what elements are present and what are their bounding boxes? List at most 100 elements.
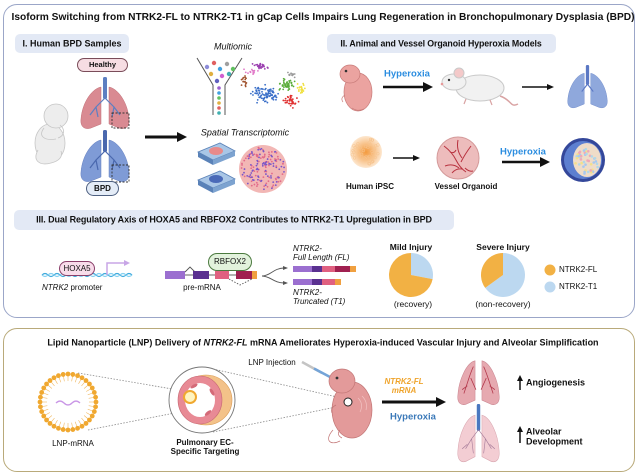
ipsc-cell bbox=[353, 145, 357, 150]
scatter-dot bbox=[292, 73, 295, 76]
organoid-cell bbox=[583, 172, 586, 175]
tissue-spot bbox=[277, 158, 280, 160]
scatter-dot bbox=[293, 76, 296, 79]
section1-header: I. Human BPD Samples bbox=[22, 38, 122, 49]
scatter-dot bbox=[256, 65, 259, 68]
tissue-spot bbox=[270, 160, 273, 163]
organoid-cell bbox=[585, 152, 588, 156]
lipid-tail bbox=[74, 421, 78, 427]
lipid-tail bbox=[71, 376, 73, 382]
tissue-spot bbox=[277, 180, 280, 183]
bpd-label: BPD bbox=[86, 181, 119, 196]
tissue-spot bbox=[255, 153, 258, 156]
targeting-label-line2: Specific Targeting bbox=[170, 447, 240, 456]
lipid-head bbox=[38, 394, 43, 400]
tissue-spot bbox=[265, 173, 267, 175]
tissue-spot bbox=[266, 175, 269, 178]
tissue-spot bbox=[248, 175, 251, 178]
organoid-cell bbox=[590, 155, 594, 158]
scatter-dot bbox=[240, 78, 243, 81]
arrow-icon bbox=[393, 155, 420, 161]
tissue-spot bbox=[274, 159, 277, 162]
tissue-spot bbox=[275, 165, 278, 167]
scatter-dot bbox=[289, 79, 292, 82]
pre-mrna-label: pre-mRNA bbox=[183, 283, 221, 292]
funnel-icon bbox=[196, 57, 243, 115]
tissue-spot bbox=[269, 163, 272, 166]
tissue-spot bbox=[275, 180, 278, 183]
tissue-spot bbox=[261, 164, 264, 167]
lipid-head bbox=[93, 399, 99, 405]
ntrk2-t1-transcript-bar bbox=[293, 279, 341, 285]
lipid-tail bbox=[81, 381, 85, 387]
lipid-head bbox=[89, 385, 95, 391]
tissue-spot bbox=[270, 187, 273, 190]
ipsc-cell bbox=[376, 143, 380, 147]
healthy-lungs-icon bbox=[80, 77, 130, 129]
tissue-spot bbox=[264, 161, 267, 164]
bottom-title-pre: Lipid Nanoparticle (LNP) Delivery of bbox=[47, 337, 204, 348]
fl-label-line2: Full Length (FL) bbox=[293, 253, 350, 262]
arrow-icon bbox=[502, 157, 550, 167]
promoter-arrow-icon bbox=[106, 260, 130, 275]
scatter-dot bbox=[251, 90, 254, 93]
scatter-dot bbox=[268, 90, 271, 92]
exon-2 bbox=[193, 271, 209, 279]
tissue-spot bbox=[250, 184, 253, 187]
scatter-dot bbox=[260, 94, 263, 97]
lnp-injection-label: LNP Injection bbox=[248, 358, 296, 367]
lipid-tail bbox=[51, 381, 55, 387]
bottom-title-post: mRNA Ameliorates Hyperoxia-induced Vascu… bbox=[247, 337, 599, 348]
pie-slice-ntrk2-fl bbox=[389, 253, 433, 298]
lnp-core bbox=[47, 381, 89, 423]
lnp-mrna-label: LNP-mRNA bbox=[52, 439, 94, 448]
lipid-tail bbox=[45, 388, 50, 392]
scatter-dot bbox=[252, 71, 255, 74]
arrow-icon bbox=[382, 397, 446, 407]
organoid-cell bbox=[589, 162, 593, 166]
tissue-spot bbox=[257, 175, 259, 178]
tissue-spot bbox=[278, 176, 280, 179]
legend-swatch-t1 bbox=[544, 281, 556, 293]
tissue-spot bbox=[250, 172, 253, 174]
lipid-head bbox=[44, 417, 49, 423]
organoid-cell bbox=[589, 169, 592, 172]
lipid-tail bbox=[42, 397, 48, 399]
exon-3 bbox=[215, 271, 229, 279]
lipid-head bbox=[60, 372, 66, 377]
lipid-tail bbox=[88, 405, 94, 407]
tissue-spot bbox=[257, 148, 260, 151]
organoid-cell bbox=[582, 165, 585, 168]
pre-mrna-icon bbox=[165, 266, 257, 286]
fetus-icon bbox=[34, 103, 69, 165]
outcome-alveolar-line1: Alveolar bbox=[526, 426, 562, 437]
tissue-spot bbox=[264, 166, 267, 169]
scatter-dot bbox=[260, 97, 263, 100]
scatter-dot bbox=[256, 101, 258, 104]
umap-scatter-icon bbox=[240, 62, 306, 109]
scatter-dot bbox=[255, 89, 258, 92]
tissue-spot bbox=[272, 165, 275, 167]
scatter-dot bbox=[283, 86, 285, 89]
tissue-spot bbox=[249, 156, 252, 159]
lipid-head bbox=[47, 378, 53, 383]
scatter-dot bbox=[244, 78, 247, 81]
scatter-dot bbox=[268, 88, 271, 91]
tissue-spot bbox=[241, 162, 243, 165]
legend-label-t1: NTRK2-T1 bbox=[559, 282, 598, 291]
tissue-spot bbox=[267, 161, 269, 163]
pie-slice-ntrk2-t1 bbox=[485, 253, 526, 297]
adult-mouse-icon bbox=[440, 67, 519, 106]
lipid-head bbox=[87, 417, 92, 423]
tissue-spot bbox=[255, 164, 258, 167]
tissue-spot bbox=[260, 179, 263, 182]
tissue-spot bbox=[266, 158, 269, 160]
lipid-tail bbox=[58, 377, 62, 383]
zoom-region-box bbox=[111, 112, 130, 129]
ipsc-cell bbox=[370, 149, 374, 154]
organoid-cell bbox=[577, 163, 581, 166]
scatter-dot bbox=[262, 99, 265, 101]
recovered-lungs-alveolar-icon bbox=[457, 404, 500, 463]
scatter-dot bbox=[296, 87, 299, 89]
scatter-dot bbox=[268, 95, 271, 98]
